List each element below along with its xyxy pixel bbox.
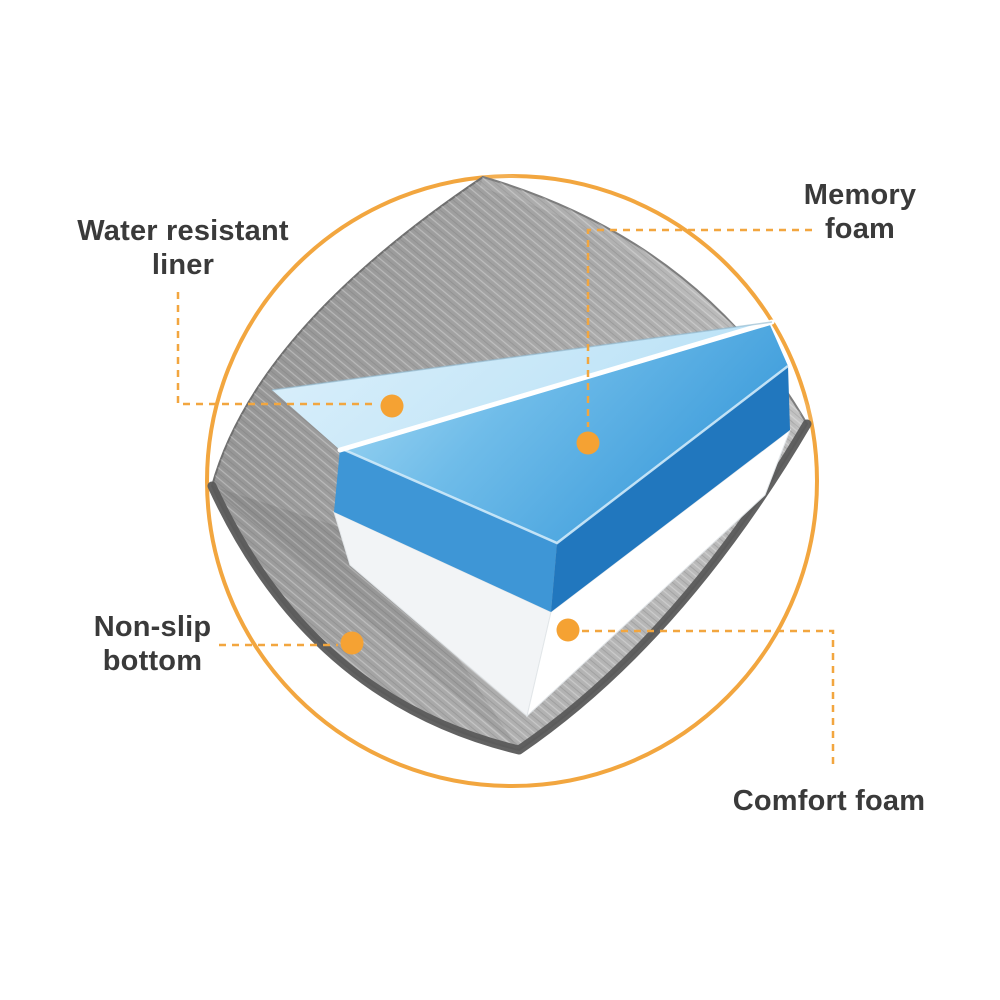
nonslip-bottom-label-line1: Non-slip [93, 611, 212, 643]
water-resistant-liner-label: Water resistant liner [30, 214, 336, 282]
water-liner-marker-dot [380, 394, 404, 418]
nonslip-bottom-label: Non-slip bottom [50, 610, 255, 678]
memory-foam-label-line2: foam [824, 213, 896, 245]
memory-foam-top-face [340, 325, 788, 543]
comfort-foam-marker-dot [556, 618, 580, 642]
memory-foam-label-line1: Memory [803, 179, 917, 211]
liner-top-face [272, 322, 772, 450]
water-resistant-liner-label-line1: Water resistant [77, 215, 289, 247]
comfort-foam-label-line1: Comfort foam [732, 785, 926, 817]
liner-front-edge [337, 319, 775, 453]
liner-layer [271, 319, 775, 453]
nonslip-bottom-label-line2: bottom [102, 645, 203, 677]
memory-foam-front-right-face [551, 366, 790, 612]
circle-border [205, 174, 819, 788]
leader-lines [176, 228, 835, 770]
memory-foam-label: Memory foam [770, 178, 950, 246]
memory-foam-layer [334, 325, 790, 612]
marker-dots [340, 394, 600, 655]
memory-foam-edge-highlight [339, 365, 789, 545]
memory-foam-front-left-face [334, 448, 557, 612]
nonslip-bottom-rim [207, 419, 812, 755]
liner-back-edge [271, 321, 773, 391]
memory-foam-marker-dot [576, 431, 600, 455]
water-resistant-liner-label-line2: liner [151, 249, 215, 281]
nonslip-bottom-marker-dot [340, 631, 364, 655]
leader-line-comfort-foam [582, 629, 835, 770]
leader-line-memory-foam [586, 228, 812, 427]
comfort-foam-label: Comfort foam [700, 784, 958, 818]
fabric-shadow [212, 486, 519, 750]
